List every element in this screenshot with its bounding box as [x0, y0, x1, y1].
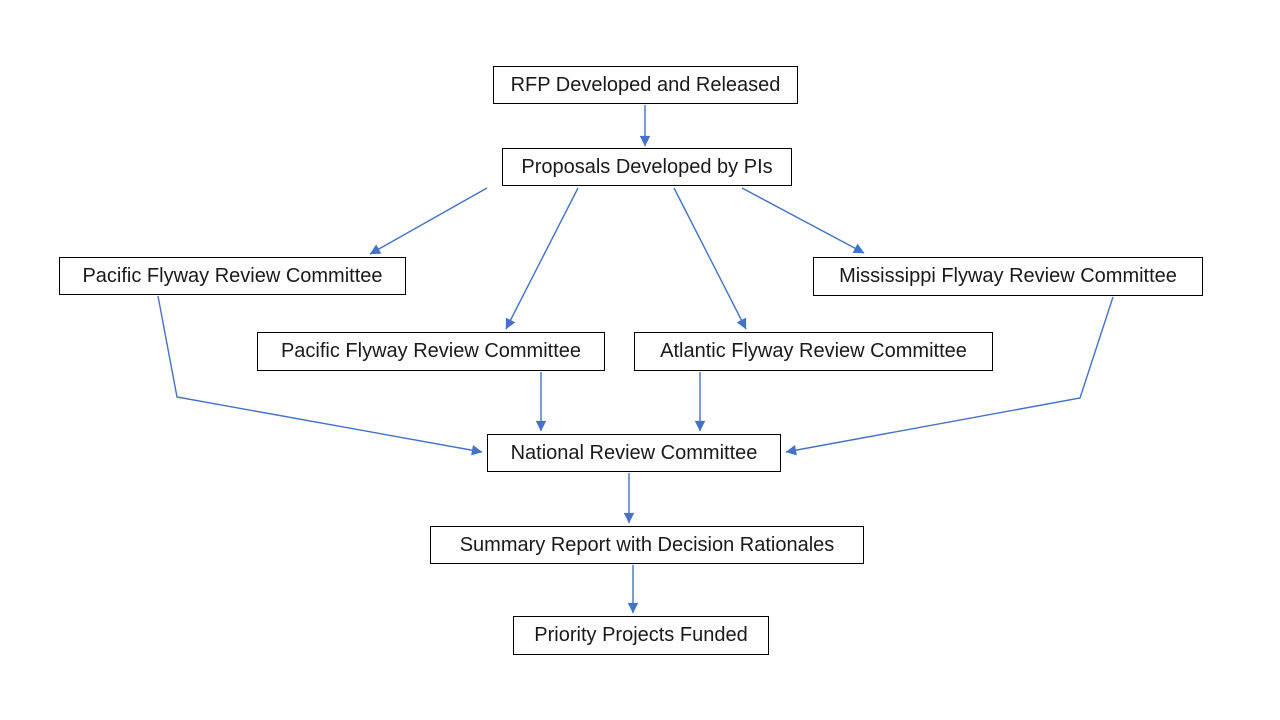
- arrow-proposals-to-pacific-center: [505, 187, 579, 330]
- node-label: Summary Report with Decision Rationales: [459, 533, 835, 556]
- arrow-proposals-to-mississippi: [741, 187, 865, 254]
- node-label: Mississippi Flyway Review Committee: [839, 265, 1177, 287]
- node-label: National Review Committee: [510, 441, 758, 464]
- node-rfp-developed-released: RFP Developed and Released: [493, 66, 798, 104]
- node-label: RFP Developed and Released: [510, 73, 781, 96]
- node-atlantic-flyway-committee: Atlantic Flyway Review Committee: [634, 332, 993, 371]
- node-pacific-flyway-committee-left: Pacific Flyway Review Committee: [59, 257, 406, 295]
- arrow-proposals-to-atlantic: [673, 187, 747, 330]
- node-label: Pacific Flyway Review Committee: [280, 340, 582, 362]
- node-label: Proposals Developed by PIs: [521, 155, 773, 178]
- node-national-review-committee: National Review Committee: [487, 434, 781, 472]
- node-label: Priority Projects Funded: [534, 624, 748, 646]
- node-mississippi-flyway-committee: Mississippi Flyway Review Committee: [813, 257, 1203, 296]
- node-label: Pacific Flyway Review Committee: [82, 264, 383, 287]
- arrow-mississippi-to-national: [785, 296, 1114, 456]
- node-label: Atlantic Flyway Review Committee: [660, 340, 967, 362]
- node-priority-projects-funded: Priority Projects Funded: [513, 616, 769, 655]
- arrow-proposals-to-pacific-left: [369, 187, 488, 255]
- arrow-pacific-left-to-national: [157, 295, 483, 456]
- node-proposals-developed: Proposals Developed by PIs: [502, 148, 792, 186]
- node-pacific-flyway-committee-center: Pacific Flyway Review Committee: [257, 332, 605, 371]
- node-summary-report: Summary Report with Decision Rationales: [430, 526, 864, 564]
